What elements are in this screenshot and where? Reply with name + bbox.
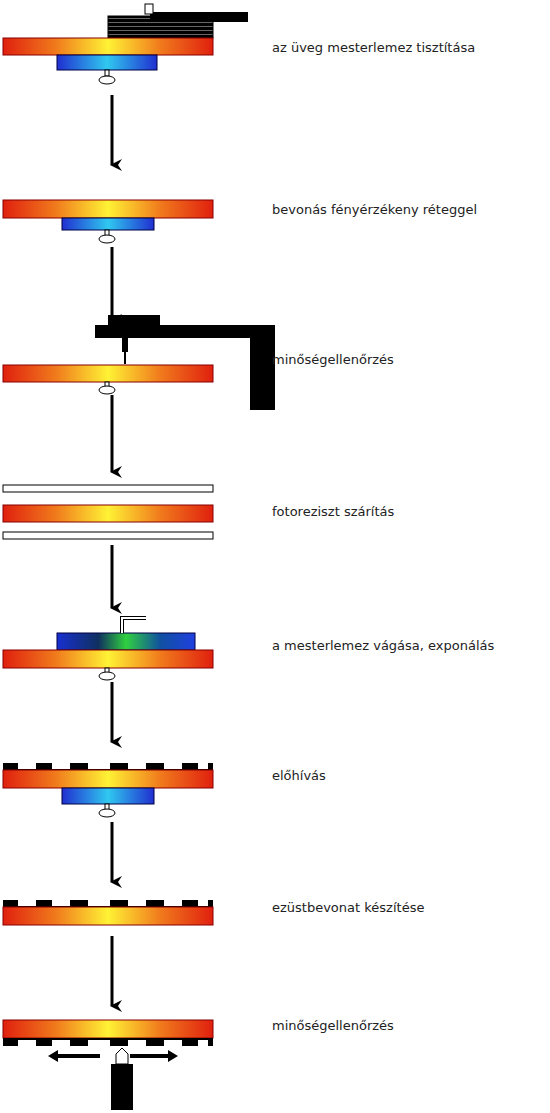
- step-label: a mesterlemez vágása, exponálás: [272, 638, 494, 654]
- step-label: fotoreziszt szárítás: [272, 504, 394, 520]
- step-label: előhívás: [272, 768, 326, 784]
- step-label: minőségellenőrzés: [272, 1018, 394, 1034]
- step-label: ezüstbevonat készítése: [272, 900, 424, 916]
- step-label: az üveg mesterlemez tisztítása: [272, 40, 475, 56]
- step-label: bevonás fényérzékeny réteggel: [272, 202, 477, 218]
- step-label: minőségellenőrzés: [272, 352, 394, 368]
